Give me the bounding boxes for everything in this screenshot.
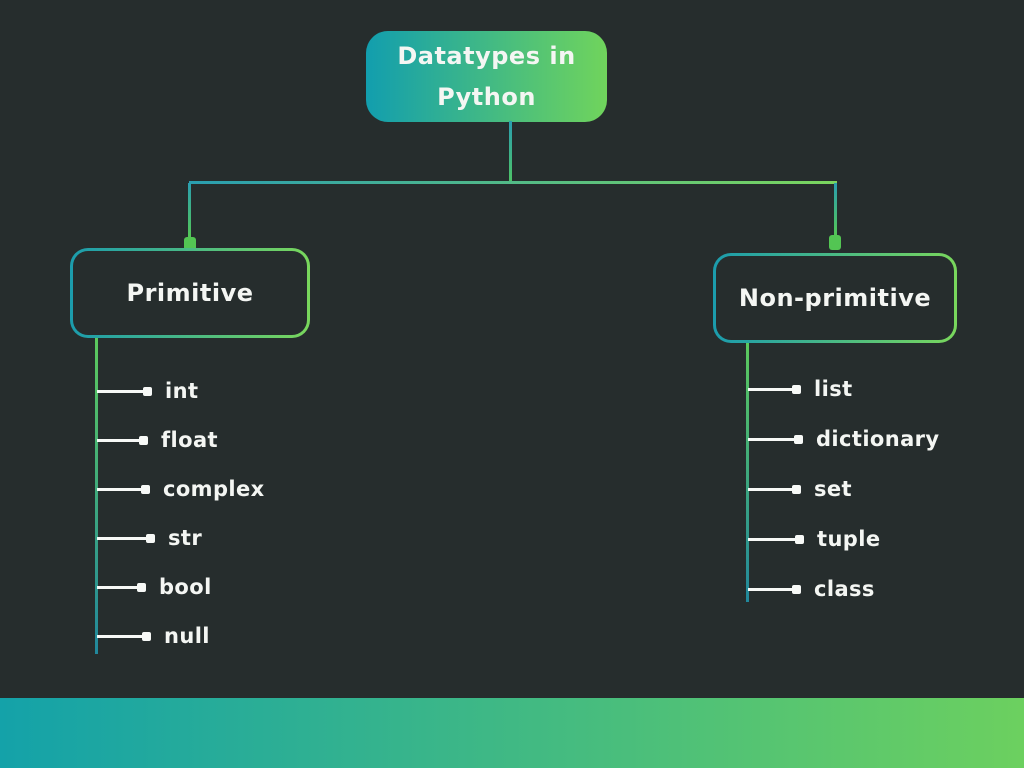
list-item: complex — [97, 476, 265, 502]
connector-tick — [748, 587, 792, 591]
bullet-square-icon — [794, 434, 803, 444]
connector-tick — [97, 438, 139, 442]
title-node: Datatypes in Python — [366, 31, 607, 122]
connector-horizontal-line — [189, 181, 837, 184]
list-item-label: null — [164, 624, 210, 648]
list-item: dictionary — [748, 426, 940, 452]
list-item: tuple — [748, 526, 940, 552]
connector-tick — [97, 487, 141, 491]
connector-tick — [97, 536, 146, 540]
non-primitive-node-inner: Non-primitive — [716, 256, 954, 340]
list-item: list — [748, 376, 940, 402]
list-item: null — [97, 623, 265, 649]
bullet-square-icon — [143, 386, 152, 396]
primitive-node-inner: Primitive — [73, 251, 307, 335]
list-item-label: complex — [163, 477, 265, 501]
list-item-label: set — [814, 477, 852, 501]
bullet-square-icon — [142, 631, 151, 641]
connector-stem — [509, 121, 512, 184]
bullet-square-icon — [792, 384, 801, 394]
branch-marker-icon — [829, 235, 841, 250]
connector-tick — [97, 634, 142, 638]
list-item-label: float — [161, 428, 218, 452]
connector-tick — [748, 387, 792, 391]
bullet-square-icon — [137, 582, 146, 592]
connector-tick — [97, 389, 143, 393]
list-item-label: dictionary — [816, 427, 940, 451]
bottom-accent-bar — [0, 698, 1024, 768]
list-item: float — [97, 427, 265, 453]
primitive-node: Primitive — [70, 248, 310, 338]
bullet-square-icon — [795, 534, 804, 544]
non-primitive-list-spine — [746, 343, 749, 602]
non-primitive-node-label: Non-primitive — [738, 284, 932, 312]
list-item-label: class — [814, 577, 875, 601]
list-item: set — [748, 476, 940, 502]
list-item: class — [748, 576, 940, 602]
list-item-label: bool — [159, 575, 212, 599]
connector-drop-left — [188, 183, 191, 239]
connector-drop-right — [834, 183, 837, 237]
list-item-label: str — [168, 526, 203, 550]
connector-tick — [748, 537, 795, 541]
list-item: bool — [97, 574, 265, 600]
list-item: int — [97, 378, 265, 404]
bullet-square-icon — [792, 584, 801, 594]
bullet-square-icon — [141, 484, 150, 494]
connector-tick — [748, 437, 794, 441]
list-item: str — [97, 525, 265, 551]
non-primitive-items-list: list dictionary set tuple class — [748, 376, 940, 602]
list-item-label: list — [814, 377, 853, 401]
connector-tick — [97, 585, 137, 589]
primitive-node-label: Primitive — [126, 279, 254, 307]
list-item-label: int — [165, 379, 199, 403]
list-item-label: tuple — [817, 527, 881, 551]
non-primitive-node: Non-primitive — [713, 253, 957, 343]
bullet-square-icon — [139, 435, 148, 445]
primitive-items-list: int float complex str bool null — [97, 378, 265, 649]
primitive-list-spine — [95, 338, 98, 654]
title-line-2: Python — [437, 82, 536, 111]
bullet-square-icon — [146, 533, 155, 543]
bullet-square-icon — [792, 484, 801, 494]
title-line-1: Datatypes in — [397, 41, 576, 70]
connector-tick — [748, 487, 792, 491]
